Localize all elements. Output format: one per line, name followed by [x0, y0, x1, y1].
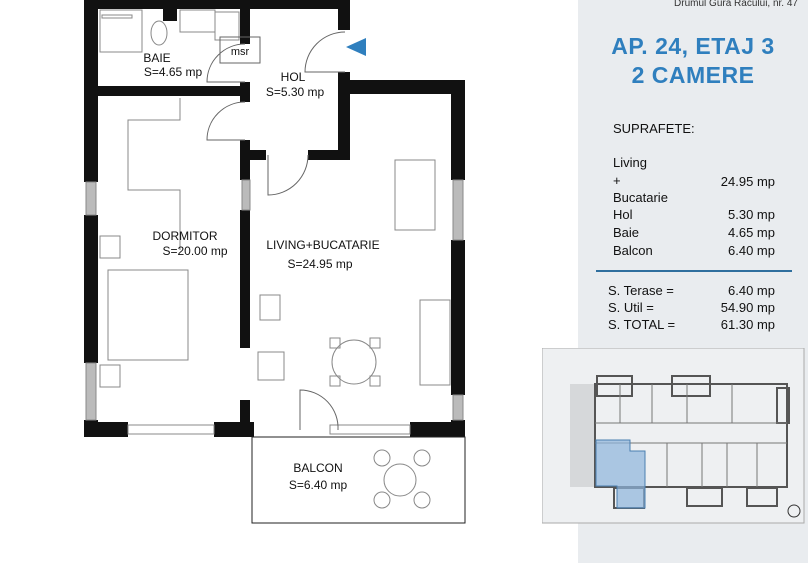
apartment-highlight	[595, 439, 646, 509]
living-name: LIVING+BUCATARIE	[266, 238, 379, 252]
balcon-area: S=6.40 mp	[289, 478, 348, 492]
hol-label: Hol	[613, 207, 633, 222]
util-label: S. Util =	[608, 300, 654, 315]
divider	[596, 270, 792, 272]
dormitor-name: DORMITOR	[152, 229, 217, 243]
doors	[206, 31, 346, 431]
bucatarie-label: Bucatarie	[613, 190, 668, 205]
balcon-name: BALCON	[293, 461, 342, 475]
living-plus: +	[613, 173, 621, 188]
compass-icon	[787, 504, 801, 518]
furniture	[99, 9, 466, 524]
living-area: S=24.95 mp	[287, 257, 352, 271]
windows	[85, 179, 464, 435]
dormitor-area: S=20.00 mp	[162, 244, 227, 258]
hol-value: 5.30 mp	[728, 207, 775, 222]
living-value: 24.95 mp	[720, 174, 775, 189]
baie-label: Baie	[613, 225, 640, 240]
util-value: 54.90 mp	[720, 300, 775, 315]
address: Drumul Gura Racului, nr. 47	[674, 0, 798, 9]
apartment-title: AP. 24, ETAJ 3	[611, 33, 775, 59]
rooms-title: 2 CAMERE	[631, 62, 755, 88]
entrance-arrow-icon	[346, 38, 366, 56]
terase-value: 6.40 mp	[728, 283, 775, 298]
msr-label: msr	[231, 46, 250, 58]
key-plan	[542, 348, 805, 524]
total-value: 61.30 mp	[720, 317, 775, 332]
total-label: S. TOTAL =	[608, 317, 676, 332]
floor-plan: msr BAIE S=4.65 mp HOL S=5.30 mp DORMITO…	[84, 0, 466, 524]
surfaces-heading: SUPRAFETE:	[613, 121, 695, 136]
living-label: Living	[613, 155, 647, 170]
hol-area: S=5.30 mp	[266, 85, 325, 99]
walls	[84, 0, 465, 437]
baie-name: BAIE	[143, 51, 170, 65]
balcon-value: 6.40 mp	[728, 243, 775, 258]
hol-name: HOL	[281, 70, 306, 84]
msr-box	[219, 36, 261, 64]
balcon-label: Balcon	[613, 243, 653, 258]
terase-label: S. Terase =	[608, 283, 674, 298]
baie-value: 4.65 mp	[728, 225, 775, 240]
baie-area: S=4.65 mp	[144, 65, 203, 79]
